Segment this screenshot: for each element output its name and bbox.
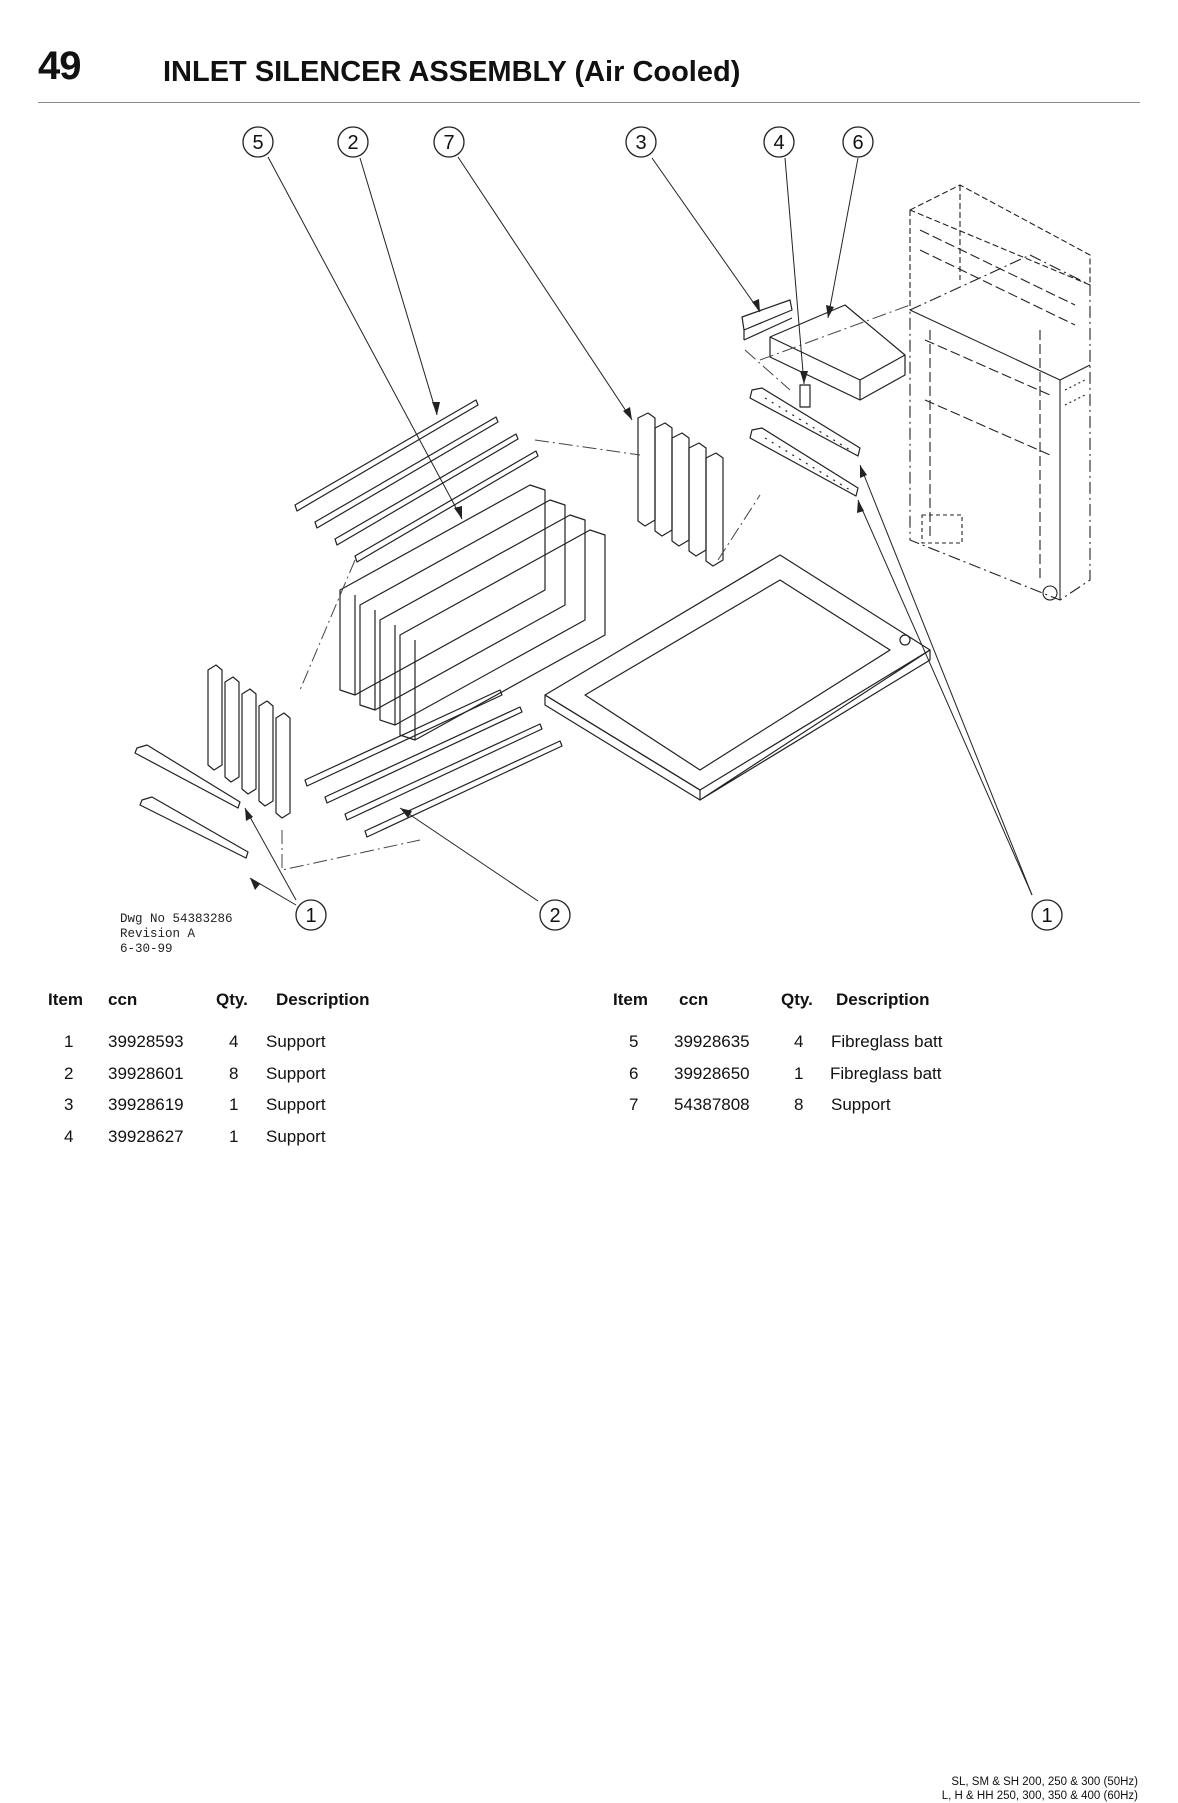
row-qty: 8	[794, 1095, 804, 1114]
row-qty: 4	[794, 1032, 804, 1051]
callout-1-left: 1	[305, 905, 316, 927]
parts-table-right: Item ccn Qty. Description 5 39928635 4 F…	[580, 990, 1140, 1170]
support-item-3	[741, 299, 793, 341]
col-header-qty: Qty.	[216, 990, 248, 1009]
col-header-item: Item	[48, 990, 83, 1009]
row-ccn: 39928601	[108, 1064, 184, 1083]
row-ccn: 39928619	[108, 1095, 184, 1114]
row-item: 5	[629, 1032, 639, 1051]
arrow-heads	[245, 299, 867, 890]
row-ccn: 39928635	[674, 1032, 750, 1051]
support-item-2-bottom	[304, 689, 563, 838]
footer-models-50hz: SL, SM & SH 200, 250 & 300 (50Hz)	[951, 1776, 1138, 1788]
row-qty: 1	[794, 1064, 804, 1083]
col-header-description: Description	[836, 990, 930, 1009]
row-qty: 1	[229, 1127, 239, 1146]
row-description: Support	[266, 1095, 326, 1114]
callout-4: 4	[773, 132, 784, 154]
page-title: INLET SILENCER ASSEMBLY (Air Cooled)	[163, 56, 741, 88]
row-description: Support	[266, 1064, 326, 1083]
row-qty: 8	[229, 1064, 239, 1083]
callout-1-right: 1	[1041, 905, 1052, 927]
row-item: 6	[629, 1064, 639, 1083]
assembly-guide-lines	[281, 304, 911, 871]
row-ccn: 54387808	[674, 1095, 750, 1114]
row-description: Fibreglass batt	[830, 1064, 942, 1083]
frame-plate	[544, 554, 931, 801]
callout-6: 6	[852, 132, 863, 154]
row-item: 1	[64, 1032, 74, 1051]
dwg-number: Dwg No 54383286	[120, 912, 233, 926]
support-item-1-left	[134, 744, 249, 859]
silencer-cabinet	[909, 184, 1091, 601]
batt-item-5-stack	[339, 484, 606, 741]
parts-table-left: Item ccn Qty. Description 1 39928593 4 S…	[0, 990, 580, 1170]
page-number: 49	[38, 44, 81, 88]
row-item: 4	[64, 1127, 74, 1146]
col-header-item: Item	[613, 990, 648, 1009]
col-header-description: Description	[276, 990, 370, 1009]
row-description: Fibreglass batt	[831, 1032, 943, 1051]
page-footer: SL, SM & SH 200, 250 & 300 (50Hz) L, H &…	[942, 1775, 1138, 1803]
support-item-4	[799, 384, 811, 408]
row-item: 7	[629, 1095, 639, 1114]
row-item: 3	[64, 1095, 74, 1114]
row-description: Support	[266, 1127, 326, 1146]
col-header-ccn: ccn	[679, 990, 709, 1009]
col-header-ccn: ccn	[108, 990, 138, 1009]
callout-2-top: 2	[347, 132, 358, 154]
support-item-1-right	[749, 387, 861, 497]
callout-5: 5	[252, 132, 263, 154]
dwg-date: 6-30-99	[120, 942, 173, 956]
row-ccn: 39928593	[108, 1032, 184, 1051]
callout-2-bottom: 2	[549, 905, 560, 927]
batt-item-6	[769, 304, 906, 401]
support-item-2-top	[294, 399, 539, 563]
row-qty: 1	[229, 1095, 239, 1114]
support-item-7-left	[207, 664, 291, 819]
footer-models-60hz: L, H & HH 250, 300, 350 & 400 (60Hz)	[941, 1790, 1138, 1802]
leader-lines	[244, 156, 1033, 906]
row-item: 2	[64, 1064, 74, 1083]
row-ccn: 39928650	[674, 1064, 750, 1083]
col-header-qty: Qty.	[781, 990, 813, 1009]
row-description: Support	[266, 1032, 326, 1051]
row-qty: 4	[229, 1032, 239, 1051]
callout-circles	[242, 126, 1063, 931]
page-header: 49 INLET SILENCER ASSEMBLY (Air Cooled)	[38, 40, 1140, 103]
callout-3: 3	[635, 132, 646, 154]
dwg-revision: Revision A	[120, 927, 196, 941]
row-ccn: 39928627	[108, 1127, 184, 1146]
support-item-7-right	[637, 412, 724, 567]
callout-7: 7	[443, 132, 454, 154]
row-description: Support	[831, 1095, 891, 1114]
exploded-assembly-drawing: 5 2 7 3 4 6 1 2 1 Dwg No 54383286 Revisi…	[120, 126, 1091, 956]
